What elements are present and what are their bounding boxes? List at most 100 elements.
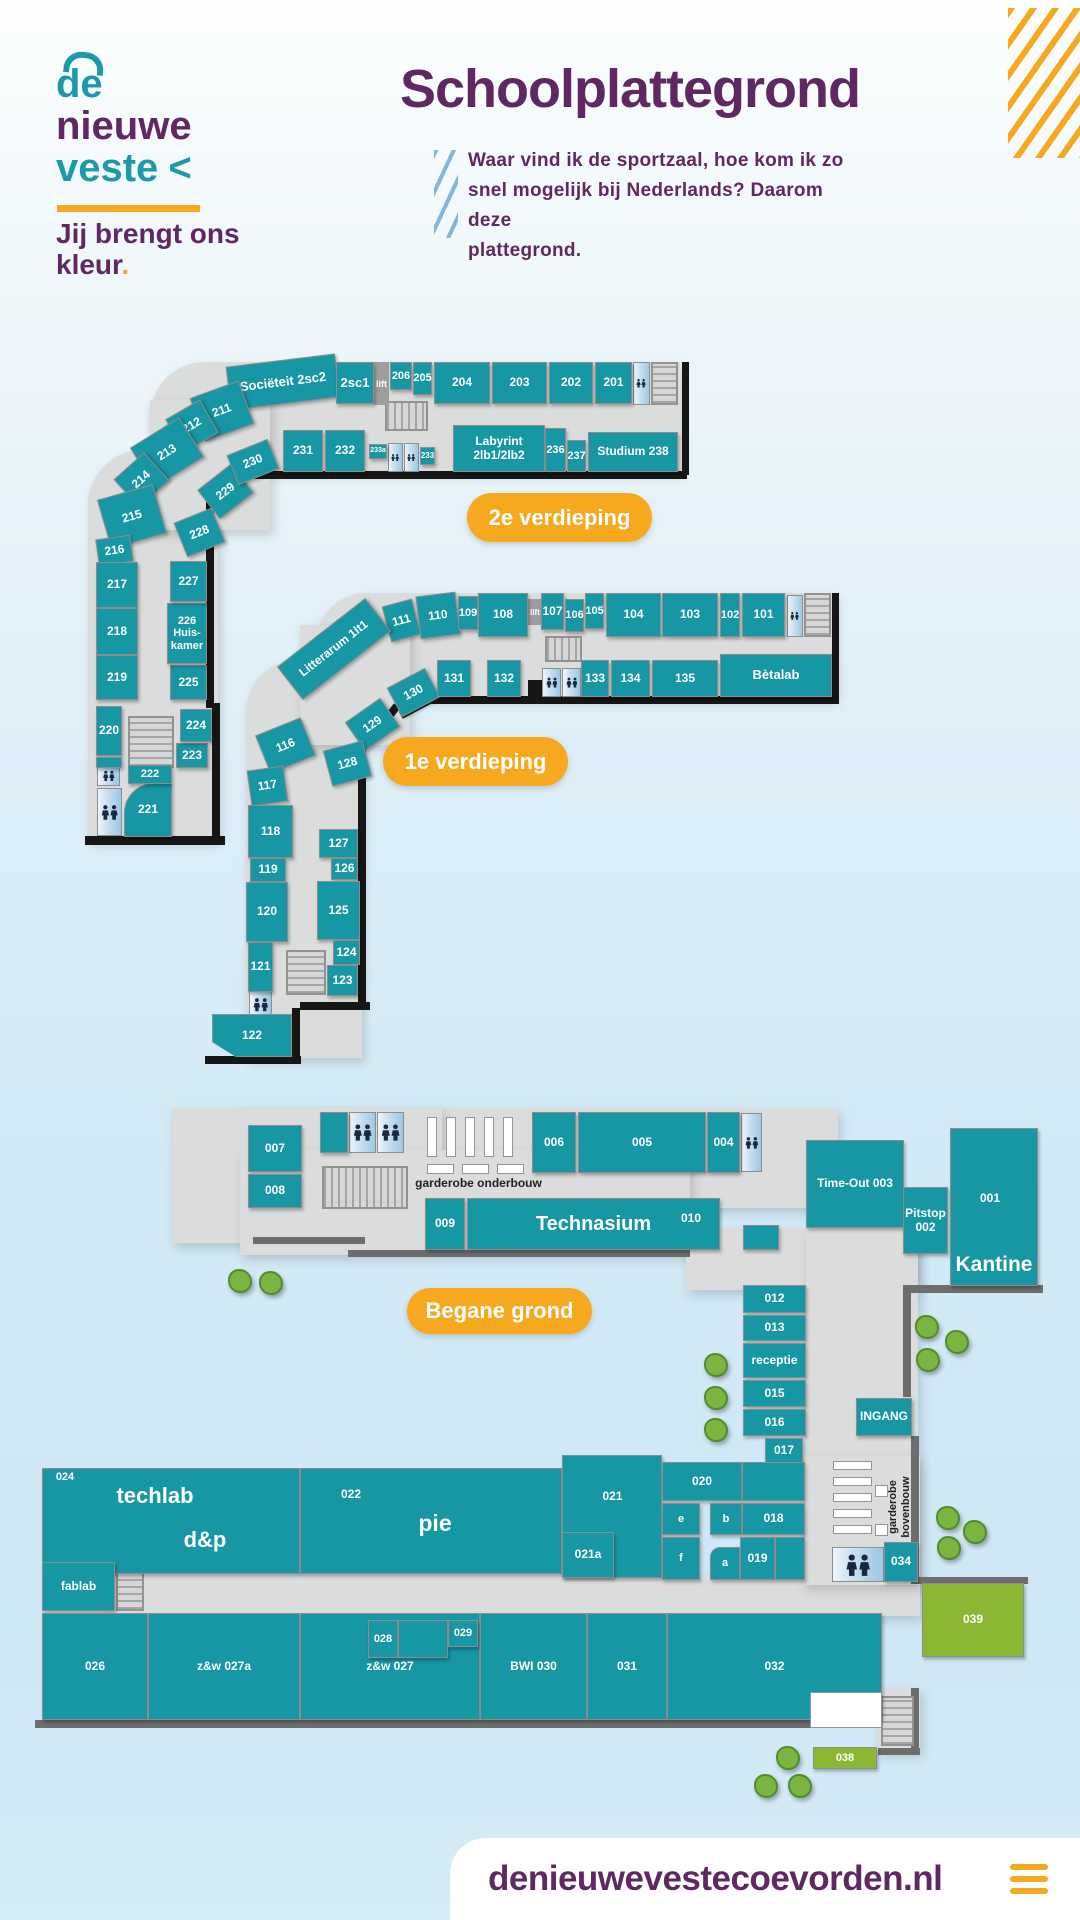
stairs: [385, 401, 428, 431]
toilets-icon: [542, 668, 561, 697]
toilets-icon: [562, 668, 581, 697]
wall: [35, 1720, 883, 1728]
room-224: 224: [180, 709, 212, 742]
logo-chevron-icon: <: [168, 146, 192, 190]
floor-label-pill-2e-verdieping: 2e verdieping: [467, 493, 652, 542]
shaft: [528, 680, 542, 700]
tree-icon: [788, 1774, 812, 1798]
wall: [212, 703, 220, 839]
page-subtitle: Waar vind ik de sportzaal, hoe kom ik zo…: [468, 150, 844, 261]
tree-icon: [945, 1330, 969, 1354]
map-text-garderobe-bovenbouw: garderobe bovenbouw: [886, 1476, 912, 1538]
tree-icon: [916, 1348, 940, 1372]
room-034: 034: [884, 1542, 918, 1582]
toilets-icon: [97, 788, 122, 836]
wall: [235, 471, 687, 479]
room-134: 134: [611, 660, 650, 697]
garderobe-rack: [833, 1509, 872, 1518]
map-text-techlab: techlab: [116, 1483, 194, 1508]
garderobe-rack: [503, 1117, 513, 1157]
room-221: 221: [124, 783, 172, 837]
room-103: 103: [662, 593, 718, 637]
garderobe-rack: [465, 1117, 475, 1157]
room-2sc1: 2sc1: [336, 362, 374, 404]
wall: [292, 1008, 300, 1064]
toilets-icon: [97, 766, 120, 786]
room-237: 237: [567, 440, 586, 472]
wall: [358, 737, 366, 1009]
blue-hatch-icon: [434, 150, 458, 238]
toilets-icon: [377, 1112, 404, 1153]
room-110: 110: [415, 591, 461, 640]
room-135: 135: [652, 660, 718, 697]
room-122: 122: [212, 1014, 292, 1057]
room-218: 218: [96, 608, 138, 655]
room-219: 219: [96, 655, 138, 700]
room-206: 206: [390, 362, 412, 390]
wall: [348, 1250, 690, 1257]
room-time-out-003: Time-Out 003: [806, 1140, 904, 1228]
room-225: 225: [170, 665, 207, 700]
tagline-line1: Jij brengt ons: [56, 218, 240, 249]
tree-icon: [754, 1774, 778, 1798]
toilets-icon: [741, 1113, 762, 1172]
room-039: 039: [922, 1583, 1024, 1657]
garderobe-rack: [497, 1164, 524, 1174]
stairs: [286, 950, 326, 995]
room-132: 132: [487, 660, 521, 697]
room-fablab: fablab: [42, 1562, 115, 1611]
menu-bar: [1010, 1888, 1048, 1894]
stairs: [545, 636, 582, 662]
wall: [300, 1002, 370, 1010]
wall: [206, 498, 214, 708]
room-101: 101: [742, 593, 785, 637]
floor-label-pill-1e-verdieping: 1e verdieping: [383, 737, 568, 786]
stairs: [804, 593, 831, 637]
room-126: 126: [331, 858, 358, 880]
room-105: 105: [585, 593, 604, 629]
map-text-garderobe-onderbouw: garderobe onderbouw: [415, 1175, 542, 1190]
room-pitstop-002: Pitstop 002: [903, 1187, 948, 1254]
room-121: 121: [248, 942, 273, 992]
wall: [878, 1748, 920, 1755]
room-109: 109: [458, 596, 478, 630]
menu-button[interactable]: [1010, 1864, 1048, 1894]
room-007: 007: [248, 1125, 302, 1172]
garderobe-rack: [833, 1461, 872, 1470]
room-kantine-001: [950, 1128, 1038, 1286]
room-125: 125: [317, 881, 360, 940]
tree-icon: [936, 1506, 960, 1530]
wall: [832, 593, 839, 701]
room-020: 020: [662, 1462, 742, 1501]
room-receptie: receptie: [743, 1343, 806, 1378]
lift: lift: [374, 362, 389, 405]
room-124: 124: [333, 940, 360, 965]
room-ingang: INGANG: [856, 1398, 912, 1436]
garderobe-rack: [462, 1164, 489, 1174]
room-120: 120: [246, 882, 288, 942]
map-text-022: 022: [340, 1487, 362, 1501]
wall: [903, 1285, 1043, 1293]
room-204: 204: [434, 362, 490, 404]
stairs: [128, 716, 174, 768]
garderobe-rack: [810, 1692, 882, 1728]
garderobe-rack: [833, 1477, 872, 1486]
tree-icon: [704, 1386, 728, 1410]
logo-word-veste: veste<: [56, 146, 192, 191]
toilets-icon: [249, 991, 272, 1018]
room-015: 015: [743, 1380, 806, 1407]
room-118: 118: [248, 805, 293, 858]
room-unlabeled: [320, 1112, 348, 1153]
room-017: 017: [765, 1438, 803, 1463]
room-127: 127: [319, 829, 358, 858]
garderobe-rack: [484, 1117, 494, 1157]
room-203: 203: [492, 362, 547, 404]
footer-url-link[interactable]: denieuwevestecoevorden.nl: [488, 1859, 943, 1898]
room-217: 217: [96, 562, 138, 608]
garderobe-rack: [427, 1164, 454, 1174]
tagline-period: .: [121, 249, 130, 281]
tree-icon: [259, 1271, 283, 1295]
